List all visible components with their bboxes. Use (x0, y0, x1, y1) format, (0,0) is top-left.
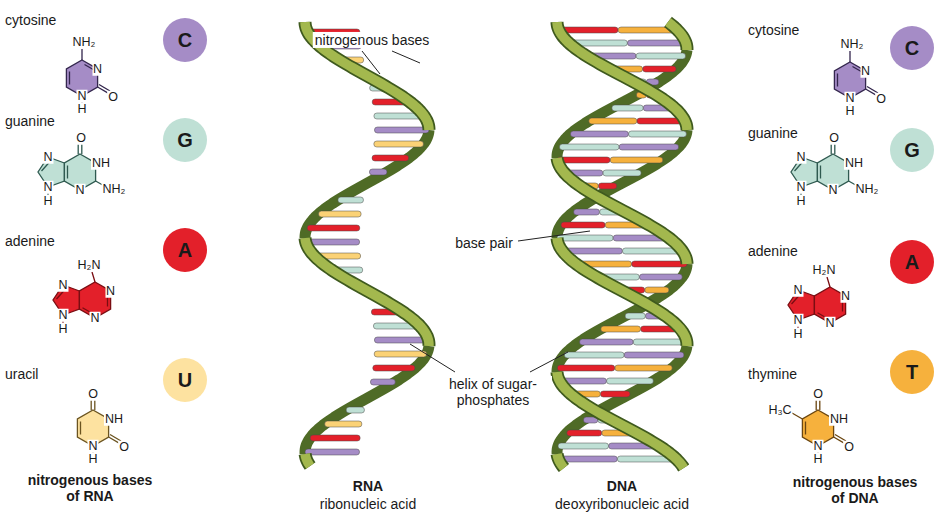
adenine-structure (53, 272, 111, 324)
caption-label: nitrogenous bases of DNA (785, 474, 925, 506)
atom-label: N (42, 151, 53, 164)
leader-line (530, 352, 568, 372)
base-letter: U (178, 370, 192, 390)
atom-label: NH₂ (72, 36, 97, 49)
molecule-name: adenine (748, 243, 798, 259)
molecule-name: cytosine (748, 22, 799, 38)
base-letter: T (906, 362, 918, 382)
atom-label: N (824, 317, 835, 330)
atom-label: N (89, 312, 100, 325)
atom-label: O (843, 441, 855, 454)
atom-label: N (844, 92, 855, 105)
base-letter: C (905, 38, 919, 58)
base-letter-circle: A (890, 240, 934, 284)
atom-label: H₂N (812, 264, 837, 277)
atom-label: O (87, 388, 99, 401)
molecule-name: thymine (748, 366, 797, 382)
leader-line (410, 344, 455, 372)
atom-label: N (827, 184, 838, 197)
atom-label: N (795, 151, 806, 164)
base-letter-circle: T (890, 350, 934, 394)
atom-label: N (792, 314, 803, 327)
uracil-structure (77, 399, 121, 455)
base-letter: C (178, 30, 192, 50)
atom-label: N (57, 279, 68, 292)
atom-label: N (860, 65, 871, 78)
atom-label: NH (91, 157, 111, 170)
thymine-structure (792, 399, 846, 455)
atom-label: NH (104, 413, 124, 426)
leader-line (518, 231, 590, 241)
base-letter-circle: C (890, 26, 934, 70)
molecule-name: guanine (5, 113, 55, 129)
molecule-name: adenine (5, 233, 55, 249)
strand-name: DNA (607, 478, 637, 494)
atom-label: N (87, 440, 98, 453)
atom-label: O (75, 132, 87, 145)
atom-label: H (795, 195, 806, 208)
callout-label: nitrogenous bases (313, 32, 431, 48)
adenine-structure (788, 277, 846, 329)
cytosine-structure (66, 49, 110, 105)
callout-label: ribonucleic acid (318, 496, 419, 512)
leader-line (392, 51, 420, 63)
guanine-structure (38, 143, 108, 196)
base-letter-circle: G (163, 118, 207, 162)
atom-label: H (76, 103, 87, 116)
atom-label: H (42, 195, 53, 208)
molecule-name: cytosine (5, 12, 56, 28)
helix-ribbons (305, 22, 687, 468)
atom-label: H (792, 328, 803, 341)
base-letter: G (904, 140, 920, 160)
atom-label: NH₂ (855, 183, 880, 196)
atom-label: N (74, 184, 85, 197)
base-letter: A (178, 240, 192, 260)
guanine-structure (791, 143, 861, 196)
callout-label: helix of sugar-phosphates (434, 376, 552, 408)
leader-line (362, 51, 380, 74)
atom-label: N (42, 181, 53, 194)
base-letter-circle: G (890, 128, 934, 172)
callout-label: deoxyribonucleic acid (553, 496, 691, 512)
caption-label: nitrogenous bases of RNA (20, 472, 160, 504)
atom-label: N (105, 285, 116, 298)
atom-label: O (118, 441, 130, 454)
base-letter-circle: C (163, 18, 207, 62)
atom-label: O (828, 132, 840, 145)
atom-label: H (87, 453, 98, 466)
atom-label: O (875, 93, 887, 106)
atom-label: NH₂ (102, 183, 127, 196)
base-letter-circle: U (163, 358, 207, 402)
atom-label: NH₂ (840, 38, 865, 51)
atom-label: N (92, 63, 103, 76)
atom-label: N (57, 309, 68, 322)
atom-label: N (812, 440, 823, 453)
atom-label: NH (844, 157, 864, 170)
atom-label: H₃C (767, 404, 792, 417)
atom-label: N (76, 90, 87, 103)
atom-label: H (57, 323, 68, 336)
atom-label: NH (829, 413, 849, 426)
atom-label: O (812, 388, 824, 401)
atom-label: O (107, 91, 119, 104)
atom-label: N (792, 284, 803, 297)
base-letter: G (177, 130, 193, 150)
molecule-name: uracil (5, 366, 38, 382)
atom-label: H₂N (77, 259, 102, 272)
base-letter-circle: A (163, 228, 207, 272)
leader-lines (362, 51, 590, 372)
molecule-name: guanine (748, 125, 798, 141)
atom-label: N (795, 181, 806, 194)
atom-label: H (844, 105, 855, 118)
atom-label: H (812, 453, 823, 466)
callout-label: base pair (453, 235, 515, 251)
cytosine-structure (834, 51, 878, 107)
base-letter: A (905, 252, 919, 272)
strand-name: RNA (353, 478, 383, 494)
atom-label: N (840, 290, 851, 303)
